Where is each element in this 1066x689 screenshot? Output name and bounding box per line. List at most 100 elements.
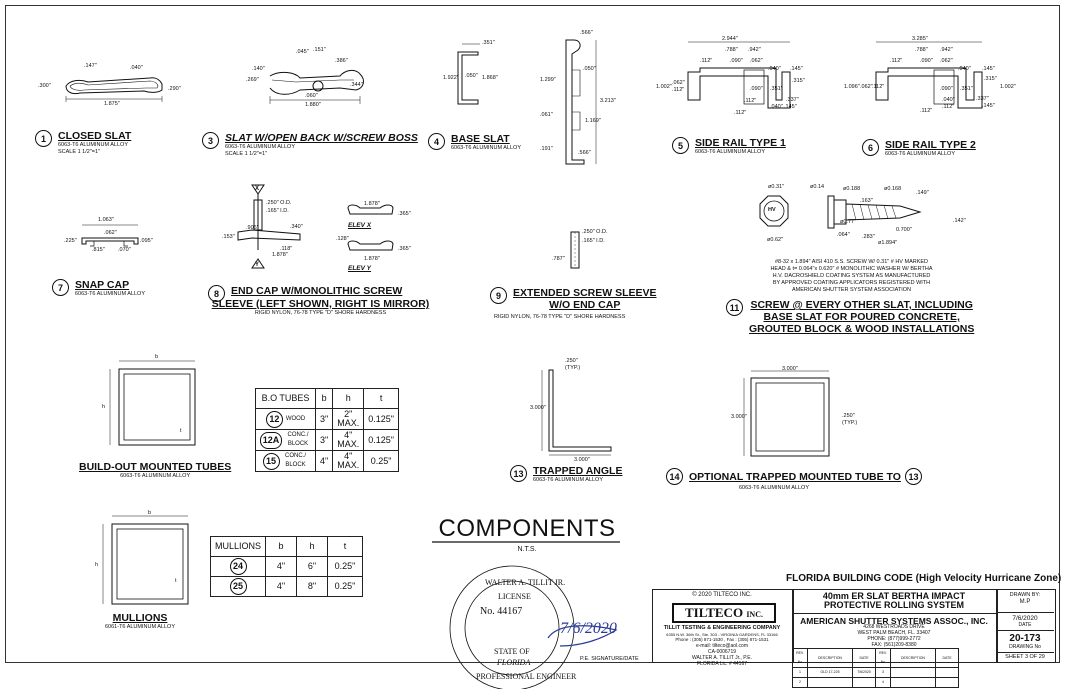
rev-cell <box>852 677 876 688</box>
caption-build-out-tubes: BUILD-OUT MOUNTED TUBES 6063-T6 ALUMINUM… <box>79 461 231 480</box>
seal-number: No. 44167 <box>480 606 523 617</box>
screw-note-line: BY APPROVED COATING APPLICATORS REGISTER… <box>772 280 931 286</box>
rev-header: DESCRIPTION <box>890 648 936 668</box>
dim-label: .351" <box>960 86 973 92</box>
dim-label: .225" <box>64 238 77 244</box>
dim-label: 3.000" <box>782 366 798 372</box>
table-cell: 0.25" <box>363 450 399 472</box>
dim-label: .250" O.D. <box>266 200 292 206</box>
rev-cell <box>807 677 853 688</box>
logo-inc: INC. <box>746 610 763 619</box>
rev-cell: OLD 17-225 <box>807 667 853 678</box>
detail-material: 6063-T6 ALUMINUM ALLOY <box>225 144 296 150</box>
dim-label: .290" <box>168 86 181 92</box>
tilteco-logo: TILTECO INC. <box>672 603 776 623</box>
dim-label: .815" <box>92 247 105 253</box>
detail-title: END CAP W/MONOLITHIC SCREW <box>231 285 403 297</box>
table-cell: 3" <box>314 408 334 430</box>
main-title: COMPONENTS <box>438 515 616 542</box>
dim-label: .153" <box>222 234 235 240</box>
table-cell: CONC./ BLOCK <box>285 453 306 468</box>
revision-table: REV. No DESCRIPTION DATE REV. No DESCRIP… <box>792 648 959 688</box>
dim-label: .060" <box>305 93 318 99</box>
dim-label: .283" <box>862 234 875 240</box>
detail-title-line2: SLEEVE (LEFT SHOWN, RIGHT IS MIRROR) <box>211 298 430 310</box>
dim-label: 1.002" <box>1000 84 1016 90</box>
sheet-border <box>5 5 1060 663</box>
elev-y-label: ELEV Y <box>348 265 372 272</box>
dim-label: .050" <box>465 73 478 79</box>
dim-label: 1.868" <box>482 75 498 81</box>
dim-label: .365" <box>398 246 411 252</box>
dim-label: 1.880" <box>305 102 321 108</box>
detail-scale: SCALE 1 1/2"=1" <box>225 151 267 157</box>
detail-number: 11 <box>726 299 743 316</box>
detail-number: 4 <box>428 133 445 150</box>
dim-label: .040" <box>958 66 971 72</box>
table-header: MULLIONS <box>209 536 267 557</box>
trapped-tube-drawing <box>743 370 830 457</box>
rev-header: REV. No <box>875 648 891 668</box>
table-header: B.O TUBES <box>255 388 316 409</box>
dim-label: 2.944" <box>722 36 738 42</box>
dim-label: ø0.168 <box>884 186 902 192</box>
seal-outer-text: WALTER A. TILLIT JR. <box>485 578 566 587</box>
detail-number: 14 <box>666 468 683 485</box>
dim-label: .062" <box>940 58 953 64</box>
dim-label: b <box>148 510 152 516</box>
hv-head-mark: HV <box>768 207 776 213</box>
dim-label: .145" <box>982 66 995 72</box>
detail-material: 6063-T6 ALUMINUM ALLOY <box>533 477 604 483</box>
elev-x-label: ELEV X <box>348 222 372 229</box>
detail-number: 5 <box>672 137 689 154</box>
dim-label: .344" <box>350 82 363 88</box>
detail-number: 12A <box>260 431 282 449</box>
dim-label: .050" <box>583 66 596 72</box>
detail-number: 3 <box>202 132 219 149</box>
dim-label: .090" <box>750 86 763 92</box>
dim-label: 0.700" <box>896 227 912 233</box>
dim-label: .090" <box>730 58 743 64</box>
detail-number: 15 <box>262 452 280 470</box>
dim-label: .112" <box>700 58 713 64</box>
dim-label: 1.096" <box>844 84 860 90</box>
open-back-slat-profile <box>269 69 364 104</box>
engineer-name: WALTER A. TILLIT Jr., P.E. <box>691 655 753 661</box>
detail-title: CLOSED SLAT <box>58 130 132 142</box>
detail-scale: SCALE 1 1/2"=1" <box>58 149 100 155</box>
drawing-info-block <box>996 589 1056 663</box>
build-out-tube-drawing <box>109 360 196 446</box>
dim-label: .062" <box>860 84 873 90</box>
date-label: DATE <box>1018 622 1032 628</box>
engineer-license: FLORIDA Lic. # 44167 <box>696 661 748 667</box>
mullions-table: MULLIONS b h t 24 4" 6" 0.25" 25 4" 8" 0… <box>209 536 364 597</box>
dim-label: .906" <box>246 225 259 231</box>
table-header: b <box>265 536 298 557</box>
dim-label: t <box>180 428 182 434</box>
dim-label: 3.285" <box>912 36 928 42</box>
dim-label: .151" <box>313 47 326 53</box>
table-header: t <box>363 388 399 409</box>
screw-note: #8-32 x 1.894" AISI 410 S.S. SCREW W/ 0.… <box>764 259 939 294</box>
screw-note-line: AMERICAN SHUTTER SYSTEM ASSOCIATION <box>791 287 912 293</box>
dim-label: ø0.188 <box>843 186 861 192</box>
dim-label: .315" <box>984 76 997 82</box>
trapped-angle-drawing <box>541 369 612 456</box>
company-address: 6355 N.W. 36th St., Ste. 303 - VIRGINIA … <box>666 632 778 637</box>
table-cell: 0.25" <box>327 576 364 597</box>
dim-label: ø0.77" <box>840 219 857 225</box>
dim-label: .250" O.D. <box>582 229 608 235</box>
dim-label: .112" <box>890 58 903 64</box>
dim-label: .112" <box>734 110 747 116</box>
engineer-seal <box>449 565 618 689</box>
dim-label: 3.000" <box>731 414 747 420</box>
dim-label: .191" <box>540 146 553 152</box>
rev-header: DATE <box>935 648 959 668</box>
rev-cell <box>935 667 959 678</box>
dim-label: .269" <box>246 77 259 83</box>
dim-label: .300" <box>38 83 51 89</box>
table-header: h <box>332 388 365 409</box>
snap-cap-profile <box>81 224 139 247</box>
caption-closed-slat: 1 CLOSED SLAT 6063-T6 ALUMINUM ALLOY SCA… <box>35 130 131 156</box>
company-name: TILLIT TESTING & ENGINEERING COMPANY <box>663 625 781 631</box>
